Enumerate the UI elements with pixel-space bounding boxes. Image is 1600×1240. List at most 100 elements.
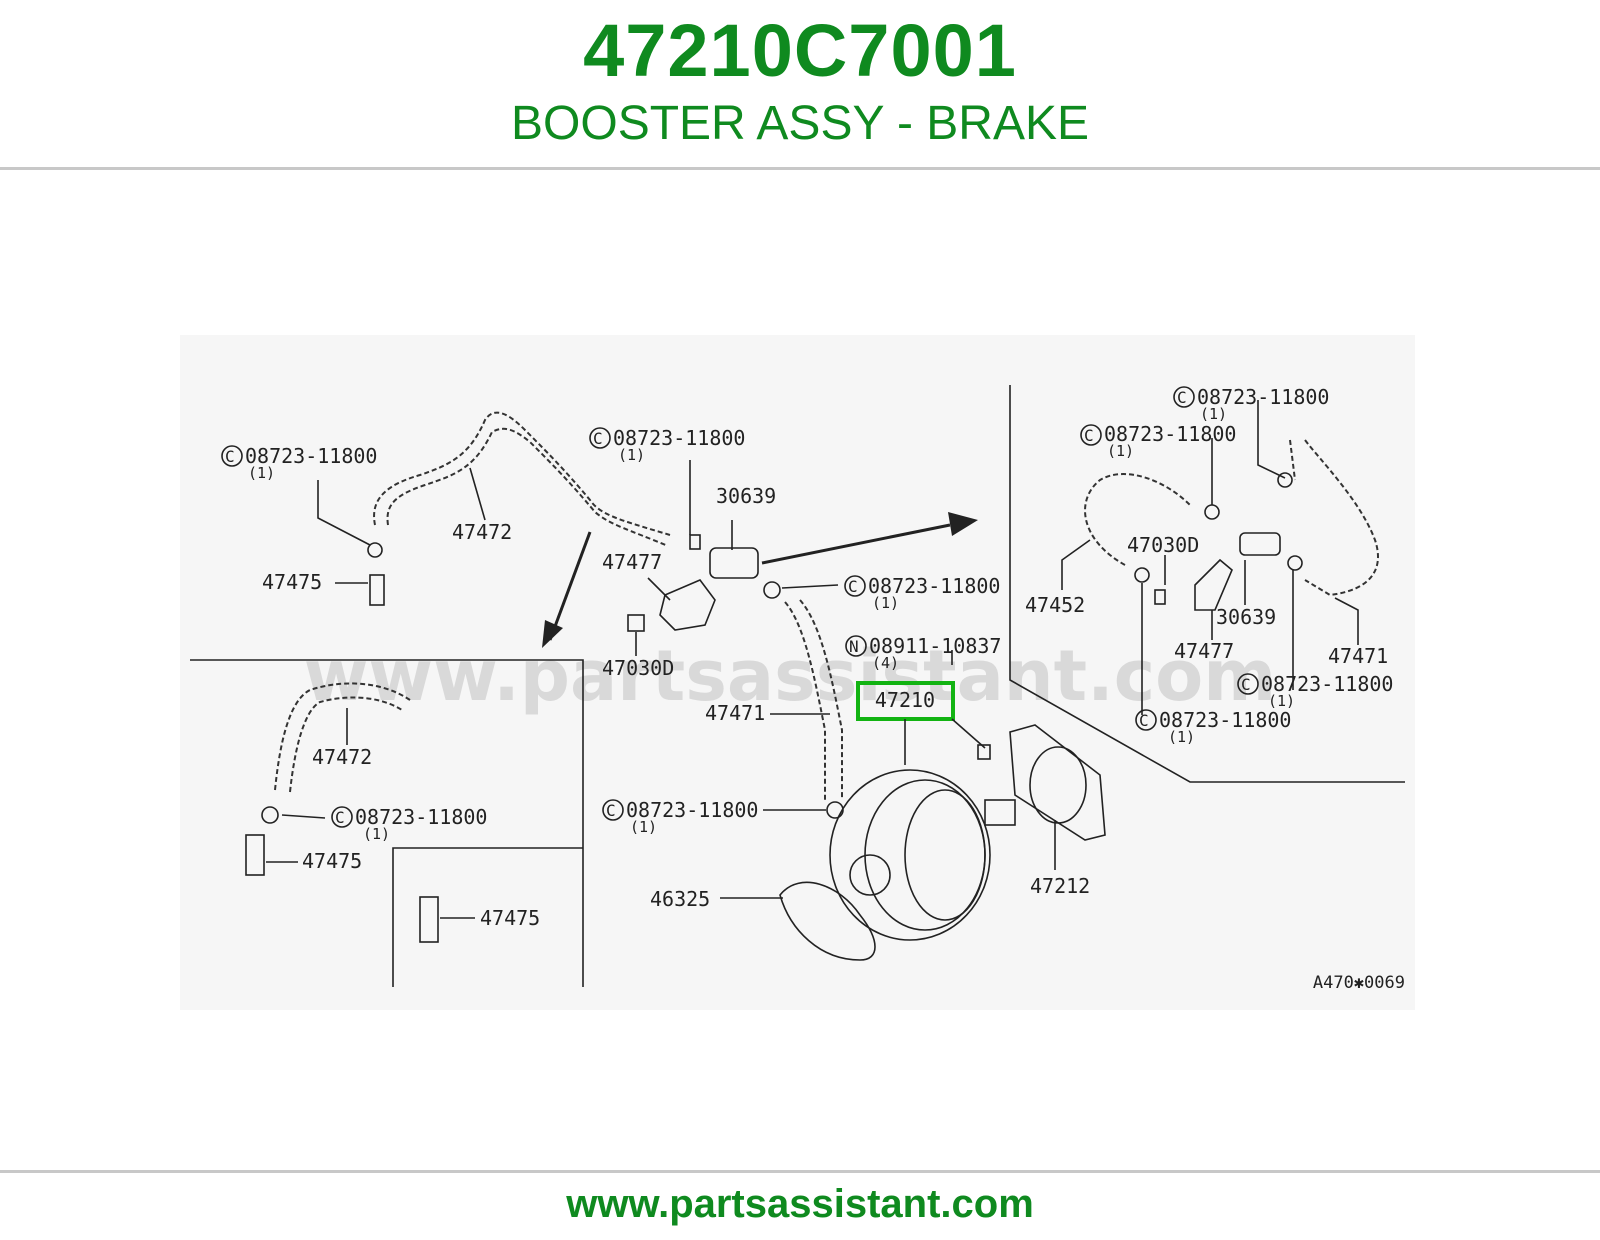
c-marker-letter: C	[1139, 711, 1149, 730]
part-description: BOOSTER ASSY - BRAKE	[511, 97, 1089, 150]
c-marker-letter: C	[606, 801, 616, 820]
callout-c-top-mid-qty: (1)	[618, 446, 645, 464]
c-marker	[844, 575, 866, 597]
callout-n-code: 08911-10837	[869, 634, 1001, 658]
part-label-47475: 47475	[262, 570, 322, 594]
hose-clamp	[367, 542, 383, 558]
callout-c-top-left-code: 08723-11800	[245, 444, 377, 468]
inset-part-label-47472: 47472	[312, 745, 372, 769]
part-label-47471: 47471	[705, 701, 765, 725]
inset-frame	[190, 659, 584, 987]
header-divider	[0, 167, 1600, 170]
callout-c-mid-qty: (1)	[872, 594, 899, 612]
right-callout-c2-qty: (1)	[1107, 442, 1134, 460]
leader-line	[281, 814, 326, 819]
inset-hose-47472-outer	[289, 696, 403, 793]
callout-c-top-mid-code: 08723-11800	[613, 426, 745, 450]
c-marker	[1173, 386, 1195, 408]
callout-c-lower-qty: (1)	[630, 818, 657, 836]
part-label-47210: 47210	[875, 688, 935, 712]
n-marker	[845, 635, 867, 657]
booster-pushrod	[984, 799, 1016, 826]
inset-part-label-47475: 47475	[302, 849, 362, 873]
arrow-head-right	[948, 512, 978, 536]
c-marker-letter: C	[848, 577, 858, 596]
right-part-label-47477: 47477	[1174, 639, 1234, 663]
hose-clamp	[763, 581, 781, 599]
right-callout-c1-qty: (1)	[1200, 405, 1227, 423]
nut	[977, 744, 991, 760]
inset-callout-c-code: 08723-11800	[355, 805, 487, 829]
inset-connector-47475	[245, 834, 265, 876]
part-label-47472: 47472	[452, 520, 512, 544]
insulator-46325	[779, 881, 876, 961]
c-marker	[602, 799, 624, 821]
drawing-code: A470✱0069	[1313, 973, 1405, 993]
bolt-47030d	[627, 614, 645, 632]
leader-line	[1061, 539, 1091, 590]
c-marker	[589, 427, 611, 449]
brake-booster-rim	[904, 789, 986, 921]
c-marker	[1237, 673, 1259, 695]
vacuum-hose-47472	[373, 411, 671, 536]
watermark-text: www.partsassistant.com	[304, 635, 1276, 717]
leader-line	[1257, 400, 1286, 479]
inset2-part-label-47475: 47475	[480, 906, 540, 930]
right-bracket-47477	[1194, 558, 1233, 611]
footer-divider	[0, 1170, 1600, 1173]
right-part-label-47471: 47471	[1328, 644, 1388, 668]
vacuum-hose-47471	[784, 601, 826, 800]
callout-c-top-left-qty: (1)	[248, 464, 275, 482]
check-valve-30639	[709, 547, 759, 579]
part-label-46325: 46325	[650, 887, 710, 911]
part-label-47477: 47477	[602, 550, 662, 574]
c-marker-letter: C	[1177, 388, 1187, 407]
callout-c-mid-code: 08723-11800	[868, 574, 1000, 598]
direction-arrow-down	[548, 531, 592, 641]
c-marker-letter: C	[225, 447, 235, 466]
callout-n-qty: (4)	[872, 654, 899, 672]
part-label-47030d: 47030D	[602, 656, 674, 680]
booster-inlet	[849, 854, 891, 896]
c-marker-letter: C	[335, 808, 345, 827]
right-check-valve-30639	[1239, 532, 1281, 556]
right-callout-c3-qty: (1)	[1268, 692, 1295, 710]
leader-line	[317, 480, 371, 546]
vacuum-hose-47472-outer	[386, 427, 669, 547]
leader-line	[1334, 597, 1359, 645]
right-detail-frame	[1009, 385, 1405, 783]
right-callout-c4-code: 08723-11800	[1159, 708, 1291, 732]
c-marker-letter: C	[1241, 675, 1251, 694]
footer-website-link[interactable]: www.partsassistant.com	[566, 1182, 1034, 1226]
right-bolt-47030d	[1154, 589, 1166, 605]
gasket-hole	[1029, 746, 1087, 824]
arrow-head-down	[542, 620, 563, 648]
right-part-label-47452: 47452	[1025, 593, 1085, 617]
right-hose-47471	[1289, 439, 1379, 597]
brake-booster-body	[829, 769, 991, 941]
c-marker	[1080, 424, 1102, 446]
part-number-title: 47210C7001	[583, 9, 1017, 92]
right-part-label-30639: 30639	[1216, 605, 1276, 629]
leader-line	[951, 718, 986, 749]
right-part-label-47030d: 47030D	[1127, 533, 1199, 557]
hose-clamp	[1134, 567, 1150, 583]
hose-clamp	[1277, 472, 1293, 488]
c-marker	[221, 445, 243, 467]
part-label-47212: 47212	[1030, 874, 1090, 898]
leader-line	[647, 577, 671, 601]
hose-clamp	[261, 806, 279, 824]
leader-line	[781, 584, 839, 589]
diagram-background	[180, 335, 1415, 1010]
inset-hose-47472	[274, 682, 411, 791]
part-label-30639: 30639	[716, 484, 776, 508]
right-callout-c1-code: 08723-11800	[1197, 385, 1329, 409]
c-marker	[1135, 709, 1157, 731]
hose-clamp	[689, 534, 701, 550]
c-marker-letter: C	[593, 429, 603, 448]
n-marker-letter: N	[849, 637, 859, 656]
inset-sub-frame	[392, 847, 583, 987]
c-marker-letter: C	[1084, 426, 1094, 445]
hose-clamp	[1287, 555, 1303, 571]
